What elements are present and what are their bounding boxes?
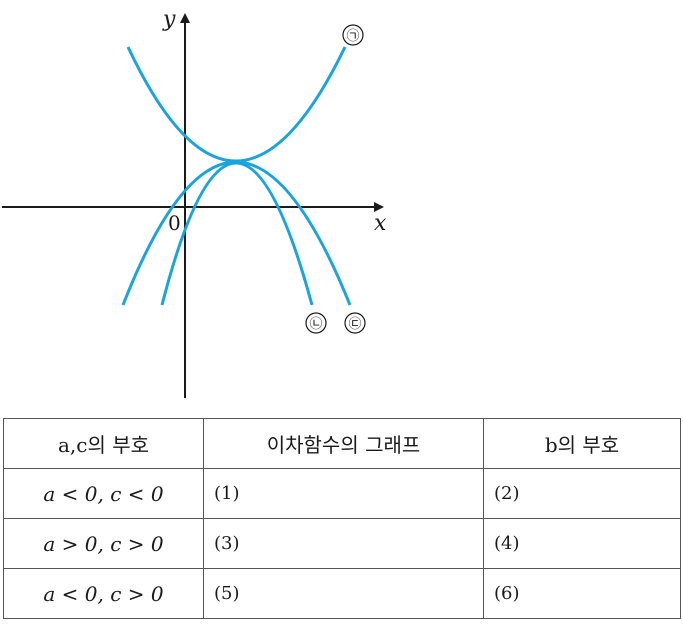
y-axis-label: y xyxy=(162,7,176,32)
row-graph-blank: (5) xyxy=(203,568,484,619)
header-graph: 이차함수의 그래프 xyxy=(203,418,484,469)
curve-gieuk xyxy=(126,46,347,163)
row-condition: a > 0, c > 0 xyxy=(3,518,204,569)
header-b-sign: b의 부호 xyxy=(483,418,681,469)
table-header-row: a,c의 부호 이차함수의 그래프 b의 부호 xyxy=(3,418,681,469)
origin-label: 0 xyxy=(168,211,181,235)
row-b-blank: (2) xyxy=(483,468,681,519)
row-graph-blank: (1) xyxy=(203,468,484,519)
svg-text:㉢: ㉢ xyxy=(348,317,361,332)
row-b-blank: (6) xyxy=(483,568,681,619)
row-b-blank: (4) xyxy=(483,518,681,569)
x-axis-label: x xyxy=(374,211,387,236)
svg-text:㉠: ㉠ xyxy=(346,29,359,44)
row-condition: a < 0, c < 0 xyxy=(3,468,204,519)
row-condition: a < 0, c > 0 xyxy=(3,568,204,619)
parabola-graph: x y 0 ㉠ ㉡ ㉢ xyxy=(2,7,387,398)
curve-digeut xyxy=(121,160,352,306)
table-row: a < 0, c < 0 (1) (2) xyxy=(3,468,681,519)
curve-label-gieuk: ㉠ xyxy=(342,24,364,46)
curve-label-nieun: ㉡ xyxy=(305,312,327,334)
header-ac-sign: a,c의 부호 xyxy=(3,418,204,469)
table-row: a > 0, c > 0 (3) (4) xyxy=(3,518,681,569)
curve-label-digeut: ㉢ xyxy=(344,312,366,334)
row-graph-blank: (3) xyxy=(203,518,484,569)
svg-text:㉡: ㉡ xyxy=(309,317,322,332)
table-row: a < 0, c > 0 (5) (6) xyxy=(3,568,681,619)
sign-table: a,c의 부호 이차함수의 그래프 b의 부호 a < 0, c < 0 (1)… xyxy=(3,418,681,619)
